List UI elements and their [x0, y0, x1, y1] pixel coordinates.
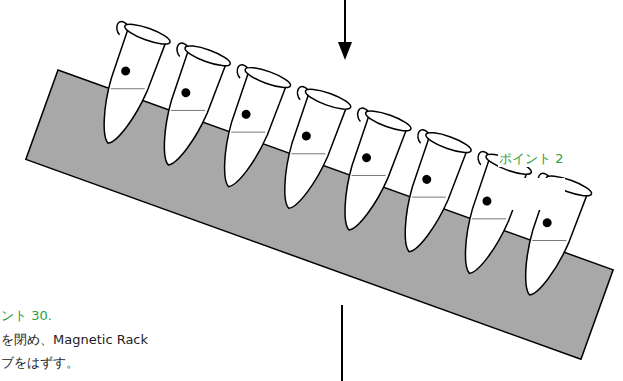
tube — [199, 61, 293, 195]
tube — [319, 105, 413, 239]
tube — [380, 126, 474, 260]
tube — [259, 83, 353, 217]
instruction-text: ブをはずす。 — [0, 355, 80, 371]
point-note: ポイント 2 — [498, 151, 564, 167]
flow-line — [341, 305, 343, 381]
white-patch — [495, 178, 565, 210]
magnetic-rack — [26, 4, 623, 359]
down-arrow — [344, 0, 346, 44]
tube — [78, 18, 172, 152]
tube — [139, 40, 233, 174]
instruction-text: を閉め、Magnetic Rack — [0, 332, 149, 348]
point-note: ント 30. — [0, 308, 53, 324]
arrow-head — [338, 42, 352, 60]
tube — [440, 148, 534, 282]
